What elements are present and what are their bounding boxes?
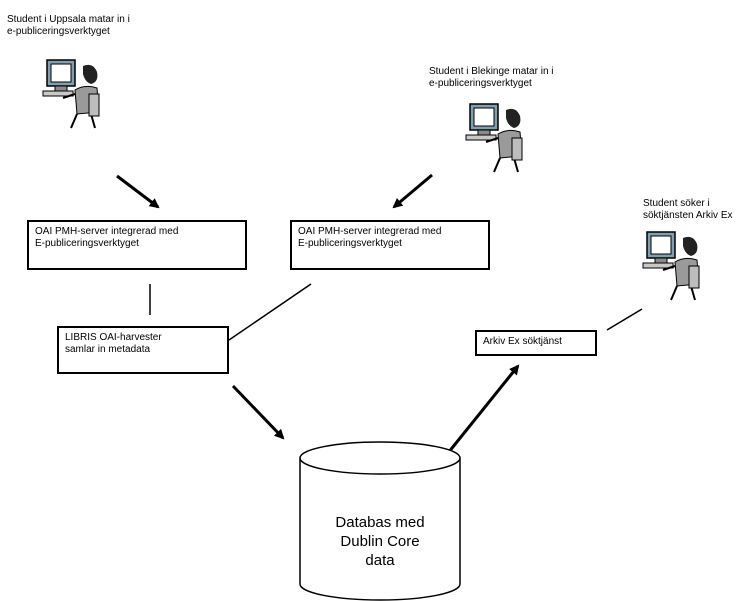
oai-server-box-blekinge: OAI PMH-server integrerad med E-publicer… bbox=[290, 220, 490, 270]
arrow-uppsala-to-oai bbox=[116, 174, 160, 209]
libris-harvester-box: LIBRIS OAI-harvester samlar in metadata bbox=[57, 326, 229, 374]
oai-server-box-uppsala: OAI PMH-server integrerad med E-publicer… bbox=[27, 220, 247, 270]
computer-user-icon bbox=[642, 231, 700, 301]
arrow-libris-to-db bbox=[231, 384, 285, 440]
student-blekinge-label: Student i Blekinge matar in i e-publicer… bbox=[429, 66, 554, 89]
database-cylinder bbox=[299, 441, 461, 601]
computer-user-icon bbox=[465, 103, 523, 173]
arrow-arkiv-db-bidirectional bbox=[442, 364, 520, 460]
arrow-blekinge-to-oai bbox=[392, 173, 433, 209]
arkiv-ex-search-box: Arkiv Ex söktjänst bbox=[475, 330, 597, 356]
line-oai-right-to-libris bbox=[228, 283, 312, 341]
student-searcher-label: Student söker i söktjänsten Arkiv Ex bbox=[643, 198, 733, 221]
student-uppsala-label: Student i Uppsala matar in i e-publiceri… bbox=[7, 14, 130, 37]
computer-user-icon bbox=[42, 59, 100, 129]
line-searcher-to-arkiv bbox=[606, 308, 643, 331]
database-label: Databas med Dublin Core data bbox=[335, 514, 425, 569]
